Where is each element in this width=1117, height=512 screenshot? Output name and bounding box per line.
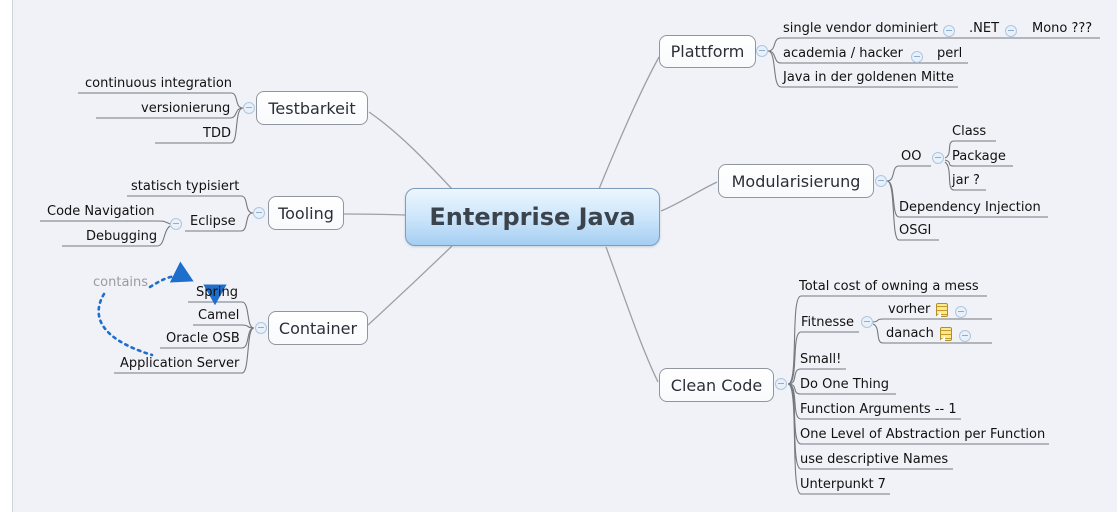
subtopic-spring[interactable]: Spring <box>196 285 238 300</box>
collapse-icon[interactable] <box>875 175 887 187</box>
relationship-label-contains[interactable]: contains <box>93 275 149 290</box>
canvas-left-margin <box>0 0 13 512</box>
subtopic-academia-hacker[interactable]: academia / hacker <box>783 46 903 61</box>
topic-container[interactable]: Container <box>268 311 368 345</box>
subtopic-versionierung[interactable]: versionierung <box>141 101 231 116</box>
central-topic-enterprise-java[interactable]: Enterprise Java <box>405 188 660 246</box>
collapse-icon[interactable] <box>861 316 873 328</box>
relationship-arrow-contains[interactable] <box>97 261 227 357</box>
subtopic-oo[interactable]: OO <box>901 149 922 164</box>
subtopic-code-navigation[interactable]: Code Navigation <box>47 204 155 219</box>
central-connectors <box>343 56 718 383</box>
collapse-icon[interactable] <box>756 45 768 57</box>
subtopic-jar[interactable]: jar ? <box>952 173 980 188</box>
subtopic-mono[interactable]: Mono ??? <box>1032 21 1093 36</box>
collapse-icon[interactable] <box>911 51 923 63</box>
note-icon[interactable] <box>936 303 948 317</box>
subtopic-vorher[interactable]: vorher <box>888 302 931 317</box>
subtopic-continuous-integration[interactable]: continuous integration <box>85 76 233 91</box>
note-icon[interactable] <box>940 327 952 341</box>
subtopic-unterpunkt-7[interactable]: Unterpunkt 7 <box>800 477 886 492</box>
subtopic-dotnet[interactable]: .NET <box>969 21 1000 36</box>
subtopic-application-server[interactable]: Application Server <box>120 356 240 371</box>
subtopic-one-level-abstraction[interactable]: One Level of Abstraction per Function <box>800 427 1046 442</box>
collapse-icon[interactable] <box>943 25 955 37</box>
subtopic-descriptive-names[interactable]: use descriptive Names <box>800 452 949 467</box>
subtopic-fitnesse[interactable]: Fitnesse <box>801 315 855 330</box>
subtopic-dependency-injection[interactable]: Dependency Injection <box>899 200 1041 215</box>
subtopic-statisch-typisiert[interactable]: statisch typisiert <box>131 179 240 194</box>
collapse-icon[interactable] <box>1005 25 1017 37</box>
collapse-icon[interactable] <box>959 330 971 342</box>
topic-plattform[interactable]: Plattform <box>659 35 756 68</box>
subtopic-single-vendor-dominiert[interactable]: single vendor dominiert <box>783 21 939 36</box>
subtopic-lines <box>40 37 1100 495</box>
subtopic-osgi[interactable]: OSGI <box>899 223 932 238</box>
collapse-icon[interactable] <box>955 306 967 318</box>
subtopic-total-cost[interactable]: Total cost of owning a mess <box>799 279 979 294</box>
collapse-icon[interactable] <box>170 218 182 230</box>
subtopic-perl[interactable]: perl <box>937 46 963 61</box>
topic-clean-code[interactable]: Clean Code <box>659 368 774 402</box>
collapse-icon[interactable] <box>253 207 265 219</box>
collapse-icon[interactable] <box>243 102 255 114</box>
subtopic-tdd[interactable]: TDD <box>203 126 231 141</box>
subtopic-oracle-osb[interactable]: Oracle OSB <box>166 331 240 346</box>
subtopic-eclipse[interactable]: Eclipse <box>190 214 236 229</box>
subtopic-function-arguments[interactable]: Function Arguments -- 1 <box>800 402 957 417</box>
subtopic-java-goldene-mitte[interactable]: Java in der goldenen Mitte <box>783 70 954 85</box>
subtopic-debugging[interactable]: Debugging <box>86 229 158 244</box>
collapse-icon[interactable] <box>775 378 787 390</box>
collapse-icon[interactable] <box>255 322 267 334</box>
subtopic-class[interactable]: Class <box>952 124 987 139</box>
subtopic-small[interactable]: Small! <box>800 352 842 367</box>
subtopic-danach[interactable]: danach <box>886 326 934 341</box>
subtopic-package[interactable]: Package <box>952 149 1006 164</box>
topic-tooling[interactable]: Tooling <box>268 196 344 230</box>
subtopic-camel[interactable]: Camel <box>198 308 240 323</box>
subtopic-do-one-thing[interactable]: Do One Thing <box>800 377 889 392</box>
topic-testbarkeit[interactable]: Testbarkeit <box>256 91 368 125</box>
topic-modularisierung[interactable]: Modularisierung <box>718 164 874 198</box>
collapse-icon[interactable] <box>932 152 944 164</box>
